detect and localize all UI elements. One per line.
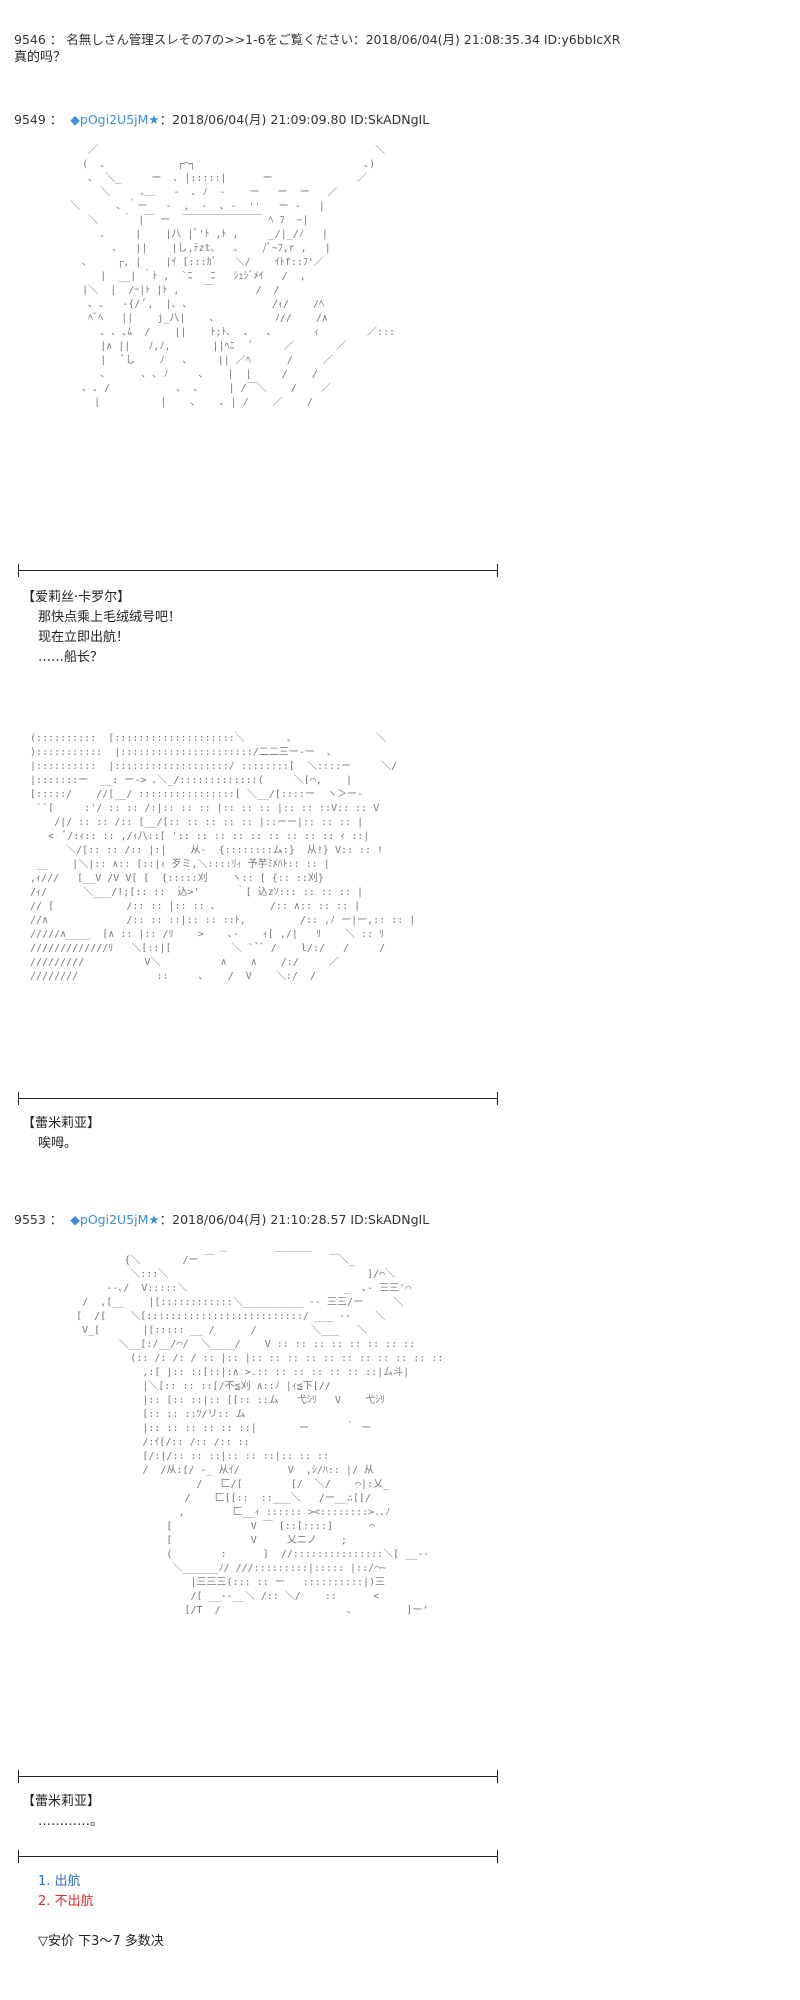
vote-option-2: 2. 不出航	[38, 1894, 94, 1909]
vote-footer: ▽安价 下3～7 多数决	[38, 1934, 164, 1949]
post-meta: ：2018/06/04(月) 21:09:09.80 ID:SkADNgIL	[159, 112, 430, 127]
speaker-label: 【蕾米莉亚】	[22, 1794, 101, 1809]
post-9553-header: 9553 ： ◆pOgi2U5jM★：2018/06/04(月) 21:10:2…	[14, 1212, 429, 1228]
post-meta: ：2018/06/04(月) 21:10:28.57 ID:SkADNgIL	[159, 1212, 430, 1227]
dialogue-line: 现在立即出航！	[38, 630, 130, 645]
post-number: 9546 ：	[14, 32, 63, 47]
dialogue-line: …………。	[38, 1814, 104, 1829]
star-icon: ★	[148, 1212, 160, 1227]
vote-option-1: 1. 出航	[38, 1874, 81, 1889]
dialogue-line: 那快点乘上毛绒绒号吧！	[38, 610, 182, 625]
divider-ruler	[18, 564, 498, 577]
divider-ruler	[18, 1770, 498, 1783]
dialogue-line: ……船长？	[38, 650, 104, 665]
post-9546-header: 9546 ： 名無しさん管理スレその7の>>1-6をご覧ください：2018/06…	[14, 32, 620, 48]
trip-code-link[interactable]: pOgi2U5jM	[79, 112, 149, 127]
star-icon: ★	[148, 112, 160, 127]
post-number: 9549 ：	[14, 112, 63, 127]
ascii-art-remilia-2: _ ______ {＼ /ー ￣ ￣＼_ ＼:::＼ ]/⌒＼ --､/ V::…	[76, 1241, 444, 1616]
post-number: 9553 ：	[14, 1212, 63, 1227]
post-9546-reply: 真的吗？	[14, 50, 67, 65]
post-text: 名無しさん管理スレその7の>>1-6をご覧ください：2018/06/04(月) …	[66, 32, 621, 47]
divider-ruler	[18, 1850, 498, 1863]
divider-ruler	[18, 1092, 498, 1105]
trip-code-link[interactable]: pOgi2U5jM	[79, 1212, 149, 1227]
speaker-label: 【蕾米莉亚】	[22, 1116, 101, 1131]
trip-diamond-icon: ◆	[70, 112, 80, 127]
speaker-label: 【爱莉丝·卡罗尔】	[22, 590, 131, 605]
dialogue-line: 唉呣。	[38, 1136, 78, 1151]
trip-diamond-icon: ◆	[70, 1212, 80, 1227]
post-9549-header: 9549 ： ◆pOgi2U5jM★：2018/06/04(月) 21:09:0…	[14, 112, 429, 128]
ascii-art-remilia-1: (:::::::::: [::::::::::::::::::::＼ ､ ＼ )…	[30, 733, 416, 982]
ascii-art-9549: ／ ＼ ( ､ ┌⌒┐ ､) ､ ＼_ ー ､ |:::::| ー ／ ＼ ､＿…	[70, 145, 396, 408]
